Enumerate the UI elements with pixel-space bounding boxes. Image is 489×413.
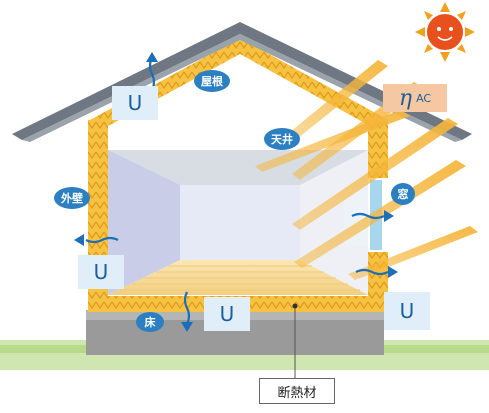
u-value-wall: U [78,255,124,289]
insulation-leader-dot [292,303,298,309]
u-value-floor: U [204,297,250,331]
label-window: 窓 [391,183,415,205]
eta-symbol: η [398,85,413,111]
eta-ac-box: η AC [383,84,447,112]
sun-icon [415,2,475,62]
label-floor: 床 [136,312,164,332]
sun-rays [255,60,478,280]
eta-subscript: AC [416,91,432,105]
label-ceiling: 天井 [264,128,300,150]
u-value-window: U [384,292,430,330]
floor-boards [120,265,360,291]
insulation-label: 断熱材 [259,378,335,404]
label-roof: 屋根 [194,70,230,92]
label-outer-wall: 外壁 [54,187,90,209]
room-left-wall [108,150,180,295]
heat-flow-arrow-icon [74,52,398,332]
left-wall-insulation [88,120,108,298]
room-back-wall [180,185,300,260]
u-value-roof: U [112,86,158,120]
